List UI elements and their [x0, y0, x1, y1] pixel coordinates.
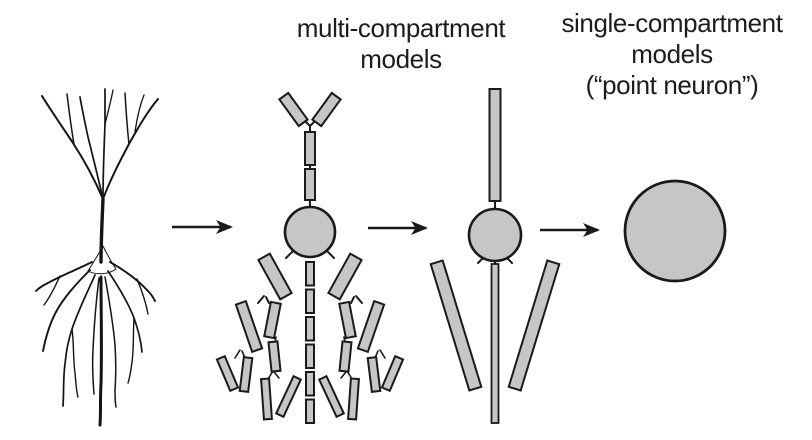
- multi-compartment-model-reduced: [429, 88, 561, 424]
- dendrite-path: [66, 93, 75, 145]
- dendrite-path: [109, 261, 156, 302]
- compartment-rect: [347, 377, 360, 421]
- connector: [234, 349, 241, 359]
- soma-circle: [283, 205, 337, 259]
- dendrite-path: [42, 269, 91, 352]
- compartment-rect: [305, 316, 315, 342]
- compartment-rect: [305, 288, 315, 314]
- compartment-rect: [338, 300, 357, 340]
- dendrite-path: [136, 278, 149, 315]
- single-compartment-point-neuron: [623, 179, 727, 283]
- point-neuron-circle: [623, 179, 727, 283]
- compartment-rect: [304, 131, 316, 166]
- dendrite-path: [127, 317, 135, 384]
- dendrite-path: [102, 88, 106, 200]
- connector: [265, 296, 270, 304]
- compartment-rect: [356, 299, 386, 354]
- dendrite-path: [134, 94, 145, 133]
- dendrite-path: [104, 89, 114, 125]
- dendrite-path: [124, 92, 130, 145]
- compartment-rect: [305, 343, 315, 369]
- compartment-rect: [380, 354, 405, 393]
- compartment-rect: [267, 340, 282, 373]
- compartment-rect: [507, 259, 561, 392]
- compartment-rect: [257, 252, 293, 301]
- compartment-rect: [429, 259, 483, 392]
- compartment-rect: [234, 299, 264, 354]
- compartment-rect: [366, 355, 382, 394]
- dendrite-path: [62, 274, 96, 407]
- label-line: models: [360, 44, 442, 74]
- compartment-rect: [274, 374, 303, 419]
- connector: [257, 295, 265, 304]
- neuron-morphology-sketch: [35, 88, 159, 427]
- compartment-rect: [490, 263, 500, 424]
- label-line: single-compartment: [561, 8, 783, 38]
- multi-compartment-model-detailed: [215, 91, 405, 424]
- dendrite-path: [43, 275, 61, 306]
- dendrite-path: [35, 261, 93, 292]
- dendrite-path: [71, 328, 79, 398]
- dendrite-path: [104, 276, 117, 408]
- connector: [340, 371, 347, 379]
- compartment-rect: [305, 261, 315, 287]
- dendrite-path: [107, 270, 143, 353]
- dendrite-path: [91, 277, 100, 395]
- connector: [355, 295, 363, 304]
- connector: [326, 250, 335, 259]
- connector: [379, 349, 386, 359]
- compartment-rect: [488, 88, 502, 202]
- label-single-compartment-models: single-compartment models (“point neuron…: [540, 8, 804, 101]
- apical-trunk-path: [99, 197, 105, 264]
- soma-circle: [467, 207, 523, 263]
- compartment-rect: [317, 374, 346, 419]
- label-line: multi-compartment: [296, 13, 506, 43]
- label-line: (“point neuron”): [585, 70, 759, 100]
- compartment-rect: [310, 91, 343, 128]
- dendrite-path: [79, 96, 104, 200]
- dendrite-path: [41, 95, 104, 200]
- label-line: models: [631, 39, 713, 69]
- soma-sketch: [87, 245, 117, 275]
- compartment-rect: [260, 377, 273, 421]
- label-multi-compartment-models: multi-compartment models: [266, 13, 536, 75]
- compartment-rect: [238, 355, 254, 394]
- compartment-rect: [305, 398, 315, 424]
- dendrite-path: [102, 98, 159, 200]
- compartment-rect: [277, 91, 310, 128]
- connector: [285, 250, 294, 259]
- axon-sketch-path: [98, 275, 103, 427]
- compartment-rect: [304, 168, 316, 201]
- connector: [350, 296, 355, 304]
- compartment-rect: [263, 300, 282, 340]
- compartment-rect: [338, 340, 353, 373]
- connector: [273, 371, 280, 379]
- compartment-rect: [215, 354, 240, 393]
- compartment-rect: [305, 371, 315, 397]
- compartment-rect: [327, 252, 363, 301]
